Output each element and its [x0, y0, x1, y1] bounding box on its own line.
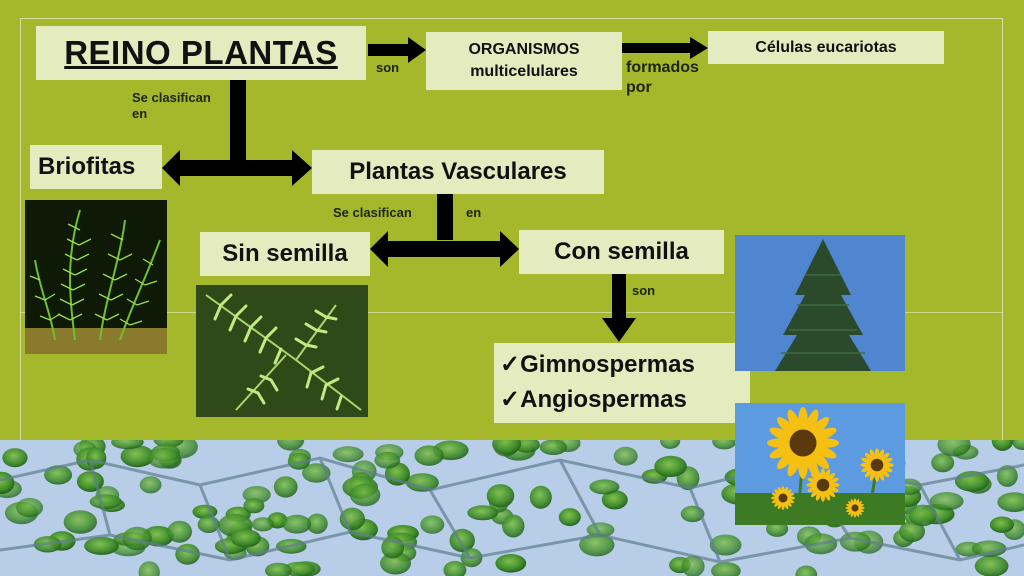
connector-line — [230, 80, 246, 162]
con-semilla-label: Con semilla — [554, 238, 689, 265]
briofitas-box: Briofitas — [30, 145, 162, 189]
arrow-down-icon — [602, 274, 636, 342]
double-arrow-icon — [162, 150, 312, 186]
arrow-right-icon — [622, 37, 708, 59]
briofitas-label: Briofitas — [38, 153, 136, 180]
angiospermas-label: Angiospermas — [520, 386, 687, 413]
sunflower-photo — [735, 403, 905, 525]
celulas-label: Células eucariotas — [755, 38, 897, 56]
celulas-box: Células eucariotas — [708, 31, 944, 64]
checkmark-icon: ✓ — [500, 386, 521, 413]
label-en-2: en — [466, 205, 482, 220]
label-formados: formados por — [626, 58, 699, 98]
sin-semilla-box: Sin semilla — [200, 232, 370, 276]
gimnospermas-item: ✓Gimnospermas — [500, 348, 695, 383]
divider-line — [20, 312, 1003, 313]
fern-photo — [196, 285, 368, 417]
label-formados-line2: por — [626, 79, 652, 96]
label-formados-line1: formados — [626, 59, 699, 76]
connector-line — [437, 194, 453, 240]
organismos-line2: multicelulares — [470, 63, 578, 80]
vasculares-label: Plantas Vasculares — [349, 158, 567, 185]
vasculares-box: Plantas Vasculares — [312, 150, 604, 194]
label-se-clasifican-1: Se clasifican en — [132, 90, 211, 123]
label-son-2: son — [632, 283, 656, 298]
gimnospermas-label: Gimnospermas — [520, 351, 695, 379]
label-se-clasifican-1-line2: en — [132, 106, 148, 122]
sin-semilla-label: Sin semilla — [222, 240, 348, 267]
arrow-right-icon — [368, 37, 426, 63]
page-title: REINO PLANTAS — [64, 34, 338, 71]
organismos-line1: ORGANISMOS — [468, 41, 580, 59]
moss-photo — [25, 200, 167, 354]
organismos-box: ORGANISMOS multicelulares — [426, 32, 622, 90]
con-semilla-box: Con semilla — [519, 230, 724, 274]
label-se-clasifican-2: Se clasifican — [333, 205, 412, 220]
label-son-1: son — [376, 60, 400, 75]
checkmark-icon: ✓ — [500, 351, 521, 379]
title-box: REINO PLANTAS — [36, 26, 366, 80]
conifer-tree-photo — [735, 235, 905, 371]
double-arrow-icon — [370, 231, 519, 267]
angiospermas-item: ✓Angiospermas — [500, 383, 687, 418]
types-box: ✓Gimnospermas ✓Angiospermas — [494, 343, 750, 423]
label-se-clasifican-1-line1: Se clasifican — [132, 90, 211, 105]
